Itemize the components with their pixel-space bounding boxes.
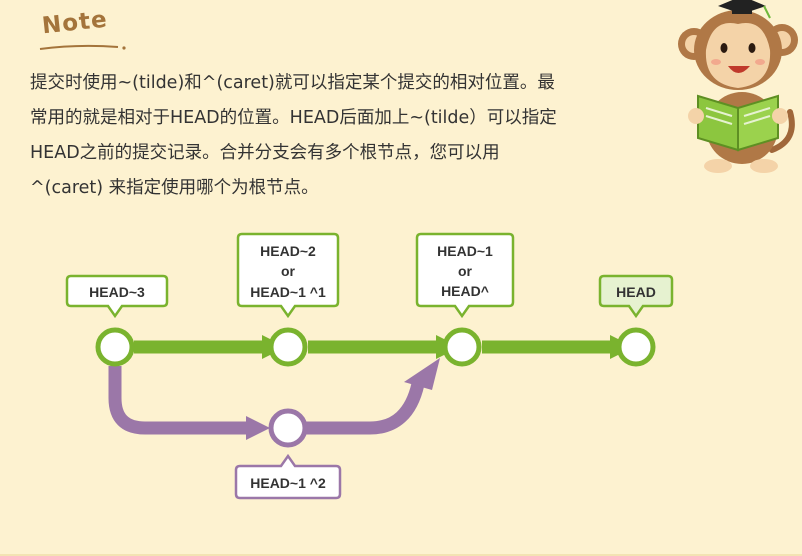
- note-line-3: HEAD之前的提交记录。合并分支会有多个根节点，您可以用: [30, 143, 500, 163]
- note-line-2: 常用的就是相对于HEAD的位置。HEAD后面加上~(tilde）可以指定: [30, 108, 557, 128]
- label-head1: HEAD~1 or HEAD^: [415, 232, 515, 319]
- side-edge-1: [108, 366, 246, 435]
- side-arrowhead-1: [246, 416, 270, 440]
- label-head1-2-line-1: HEAD~1 ^2: [250, 475, 326, 491]
- commit-node-head1: [442, 327, 482, 367]
- label-head3-line-1: HEAD~3: [89, 284, 145, 300]
- main-branch: [134, 335, 634, 359]
- note-line-4: ^(caret) 来指定使用哪个为根节点。: [30, 178, 319, 198]
- label-head1-line-3: HEAD^: [441, 283, 489, 299]
- note-underline-icon: [39, 44, 126, 50]
- label-head1-line-1: HEAD~1: [437, 243, 493, 259]
- label-head2-line-2: or: [281, 263, 296, 279]
- label-head3: HEAD~3: [65, 274, 169, 319]
- side-arrowhead-2: [404, 358, 440, 390]
- commit-node-head2: [268, 327, 308, 367]
- label-head2: HEAD~2 or HEAD~1 ^1: [236, 232, 340, 319]
- commit-node-head: [616, 327, 656, 367]
- note-line-1: 提交时使用~(tilde)和^(caret)就可以指定某个提交的相对位置。最: [30, 73, 555, 93]
- commit-node-head3: [95, 327, 135, 367]
- label-head: HEAD: [598, 274, 674, 319]
- side-branch: [108, 358, 440, 440]
- label-head2-line-1: HEAD~2: [260, 243, 316, 259]
- label-head1-2: HEAD~1 ^2: [234, 453, 342, 500]
- commit-node-head1-2: [268, 408, 308, 448]
- monkey-reading-book-icon: [678, 0, 798, 173]
- note-body: 提交时使用~(tilde)和^(caret)就可以指定某个提交的相对位置。最 常…: [30, 66, 680, 206]
- side-edge-2: [306, 382, 425, 435]
- label-head-line-1: HEAD: [616, 284, 656, 300]
- label-head1-line-2: or: [458, 263, 473, 279]
- label-head2-line-3: HEAD~1 ^1: [250, 284, 326, 300]
